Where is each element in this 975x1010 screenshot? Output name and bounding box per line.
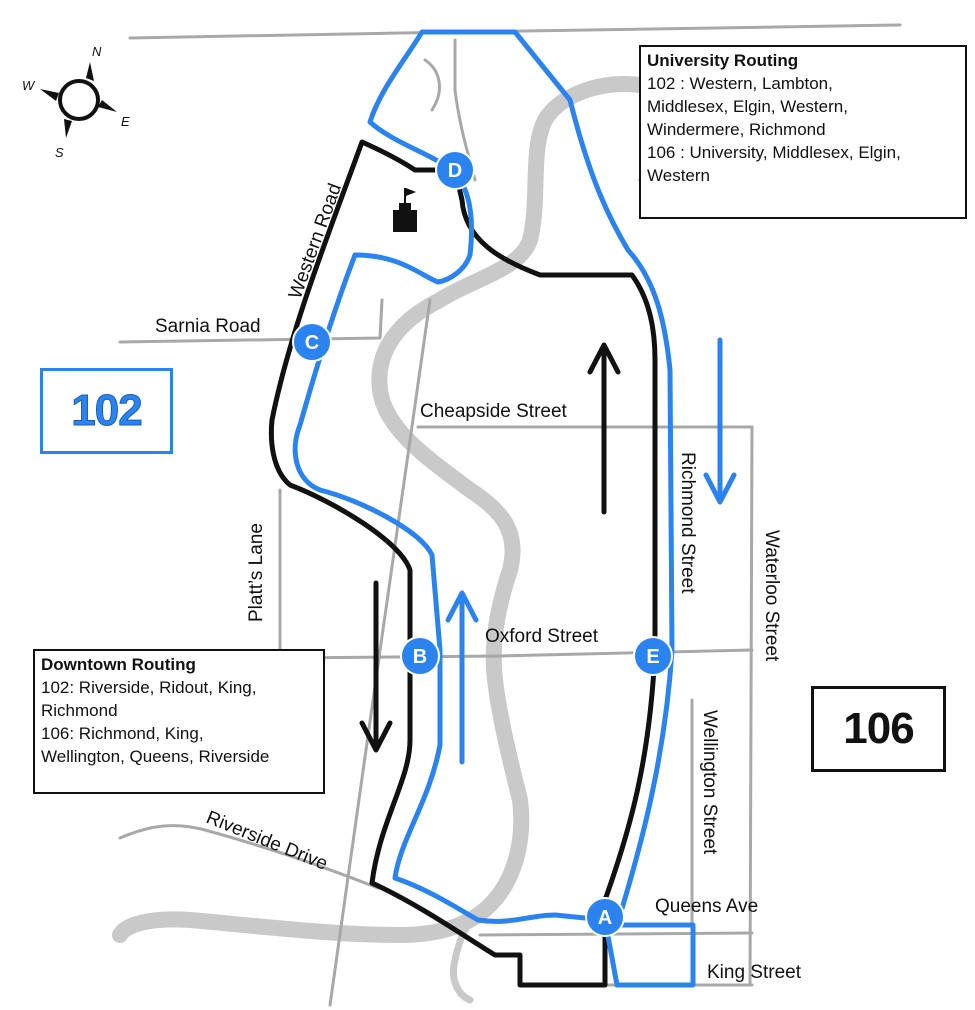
university-routing-line: Middlesex, Elgin, Western, xyxy=(647,97,848,116)
waterloo-street-line xyxy=(748,425,754,987)
stop-b-label: B xyxy=(413,646,427,668)
platts-lane-label: Platt’s Lane xyxy=(246,523,267,622)
downtown-routing-box: Downtown Routing 102: Riverside, Ridout,… xyxy=(33,649,325,794)
sarnia-road-line xyxy=(118,298,384,344)
stop-a-label: A xyxy=(598,907,612,929)
cheapside-street-label: Cheapside Street xyxy=(420,401,568,422)
stop-e[interactable]: E xyxy=(633,636,673,676)
stop-c-label: C xyxy=(305,332,319,354)
compass-w: W xyxy=(22,78,36,93)
thames-river xyxy=(112,76,648,943)
street-labels: Western Road Sarnia Road Cheapside Stree… xyxy=(155,181,802,983)
river xyxy=(112,76,648,1004)
bus-stops: A B C D E xyxy=(292,150,673,937)
university-routing-line: 106 : University, Middlesex, Elgin, xyxy=(647,143,901,162)
compass-point-s xyxy=(64,119,72,138)
university-routing-box: University Routing 102 : Western, Lambto… xyxy=(639,45,967,219)
route-106-arrow-north xyxy=(587,342,621,515)
route-106-arrow-south xyxy=(359,580,393,753)
campus-road xyxy=(423,58,441,112)
stop-b[interactable]: B xyxy=(400,636,440,676)
compass-point-n xyxy=(86,62,94,81)
downtown-routing-line: 102: Riverside, Ridout, King, xyxy=(41,678,257,697)
oxford-street-line xyxy=(278,648,754,660)
downtown-routing-line: Richmond xyxy=(41,701,118,720)
stop-d[interactable]: D xyxy=(435,150,475,190)
queens-ave-line xyxy=(478,931,754,937)
compass-point-w xyxy=(40,89,59,101)
downtown-routing-line: 106: Richmond, King, xyxy=(41,724,204,743)
compass-point-e xyxy=(98,100,117,112)
compass-s: S xyxy=(55,145,64,160)
university-routing-title: University Routing xyxy=(647,51,799,70)
sarnia-road-label: Sarnia Road xyxy=(155,316,261,337)
richmond-street-label: Richmond Street xyxy=(677,452,698,594)
university-routing-line: Western xyxy=(647,166,710,185)
downtown-routing-title: Downtown Routing xyxy=(41,655,196,674)
route-102-badge: 102 xyxy=(40,368,173,454)
top-street xyxy=(128,23,902,40)
stop-d-label: D xyxy=(448,160,462,182)
western-road-label: Western Road xyxy=(285,181,346,302)
castle-flag-icon xyxy=(393,188,417,232)
downtown-routing-line: Wellington, Queens, Riverside xyxy=(41,747,270,766)
route-102-arrow-south xyxy=(703,337,737,505)
stop-a[interactable]: A xyxy=(585,897,625,937)
diagonal-street xyxy=(328,298,432,1007)
waterloo-street-label: Waterloo Street xyxy=(761,530,782,662)
compass-rose-icon: N E S W xyxy=(22,44,130,160)
route-106-line xyxy=(268,139,658,988)
oxford-street-label: Oxford Street xyxy=(485,626,599,647)
route-106-path xyxy=(268,139,658,988)
compass-e: E xyxy=(121,114,130,129)
stop-c[interactable]: C xyxy=(292,322,332,362)
king-street-label: King Street xyxy=(707,962,802,983)
university-routing-line: 102 : Western, Lambton, xyxy=(647,74,833,93)
stop-e-label: E xyxy=(646,646,659,668)
wellington-street-label: Wellington Street xyxy=(699,710,720,855)
compass-n: N xyxy=(92,44,102,59)
route-102-path xyxy=(292,29,737,988)
route-102-arrow-north xyxy=(445,590,479,765)
queens-ave-label: Queens Ave xyxy=(655,896,758,917)
route-102-line xyxy=(292,29,696,988)
riverside-drive-label: Riverside Drive xyxy=(203,807,330,875)
route-106-badge: 106 xyxy=(811,686,946,772)
riverside-drive-line xyxy=(118,824,380,890)
university-routing-line: Windermere, Richmond xyxy=(647,120,826,139)
river-branch xyxy=(450,901,494,1004)
